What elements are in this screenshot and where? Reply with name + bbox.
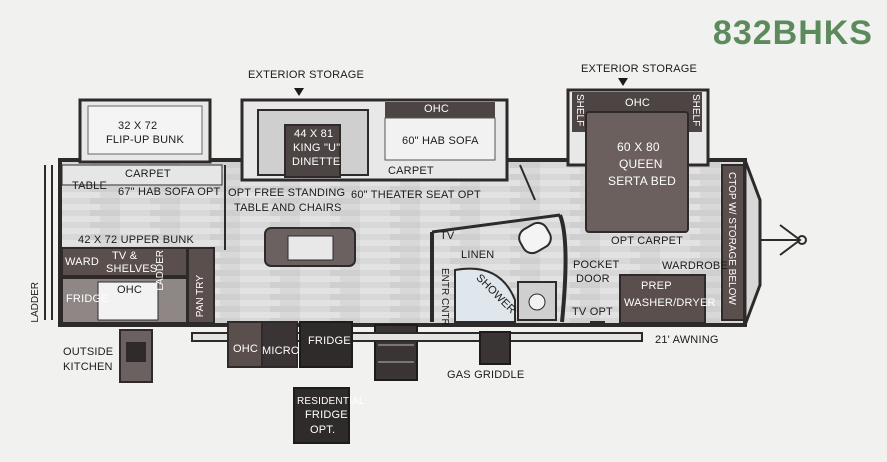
gas-griddle-label: GAS GRIDDLE [447,369,525,381]
exterior-storage-label: EXTERIOR STORAGE [248,69,365,81]
hitch [760,224,802,256]
dinette-size: 44 X 81 [294,128,334,140]
tv-opt-label: TV OPT [572,306,613,318]
wardrobe-label: WARDROBE [662,260,728,272]
bed-size: 60 X 80 [617,140,660,154]
shelf-right-label: SHELF [690,94,701,127]
hab-sofa-opt-label: 67" HAB SOFA OPT [118,186,221,198]
sofa-carpet-label: CARPET [388,165,434,177]
flip-bunk-label: FLIP-UP BUNK [106,134,184,146]
tv-label: TV [440,230,455,242]
upper-bunk-label: 42 X 72 UPPER BUNK [78,234,195,246]
awning-label: 21' AWNING [655,334,719,346]
microwave-label: MICRO [262,345,300,357]
opt-table-label: TABLE AND CHAIRS [234,202,342,214]
linen-label: LINEN [461,249,495,261]
theater-seat-label: 60" THEATER SEAT OPT [351,189,481,201]
ladder-outside-label: LADDER [30,282,41,323]
ladder-inside-label: LADDER [155,250,166,291]
pantry-label: PAN TRY [195,275,206,318]
residential-fridge-label: OPT. [310,424,336,436]
bunk-ohc-label: OHC [117,284,143,296]
rear-carpet-label: CARPET [125,168,171,180]
bunk-fridge-label: FRIDGE [66,293,109,305]
dinette-label: DINETTE [292,156,341,168]
pocket-door-label: POCKET [573,259,620,271]
prep-label: PREP [641,280,672,292]
bed-label: SERTA BED [608,174,677,188]
residential-fridge-label: RESIDENTIAL [297,396,365,407]
pocket-door-label: DOOR [576,273,610,285]
outside-kitchen-label: KITCHEN [63,361,113,373]
shelf-left-label: SHELF [574,94,585,127]
tv-shelves-label: TV & [112,250,138,262]
front-cap [743,159,762,326]
exterior-storage-label: EXTERIOR STORAGE [581,63,698,75]
entertainment-center-label: ENTR CNTR [439,268,450,326]
bed-ohc-label: OHC [625,97,651,109]
hab-sofa-label: 60" HAB SOFA [402,135,479,147]
tv-shelves-label: SHELVES [106,263,158,275]
opt-carpet-label: OPT CARPET [611,235,684,247]
sofa-ohc-label: OHC [424,103,450,115]
queen-bed [585,111,689,233]
kitchen-fridge-label: FRIDGE [308,335,351,347]
flip-bunk-size: 32 X 72 [118,120,158,132]
residential-fridge-label: FRIDGE [305,409,348,421]
dinette-type: KING "U" [293,142,341,154]
table-label: TABLE [72,180,108,192]
washer-dryer-label: WASHER/DRYER [624,297,716,309]
opt-table-label: OPT FREE STANDING [228,187,346,199]
shower [454,267,516,323]
outside-kitchen-label: OUTSIDE [63,346,114,358]
kitchen-ohc-label: OHC [233,343,259,355]
bed-type: QUEEN [619,157,663,171]
model-number: 832BHKS [712,14,873,52]
ward-label: WARD [65,256,99,268]
countertop-label: CTOP W/ STORAGE BELOW [726,172,737,305]
